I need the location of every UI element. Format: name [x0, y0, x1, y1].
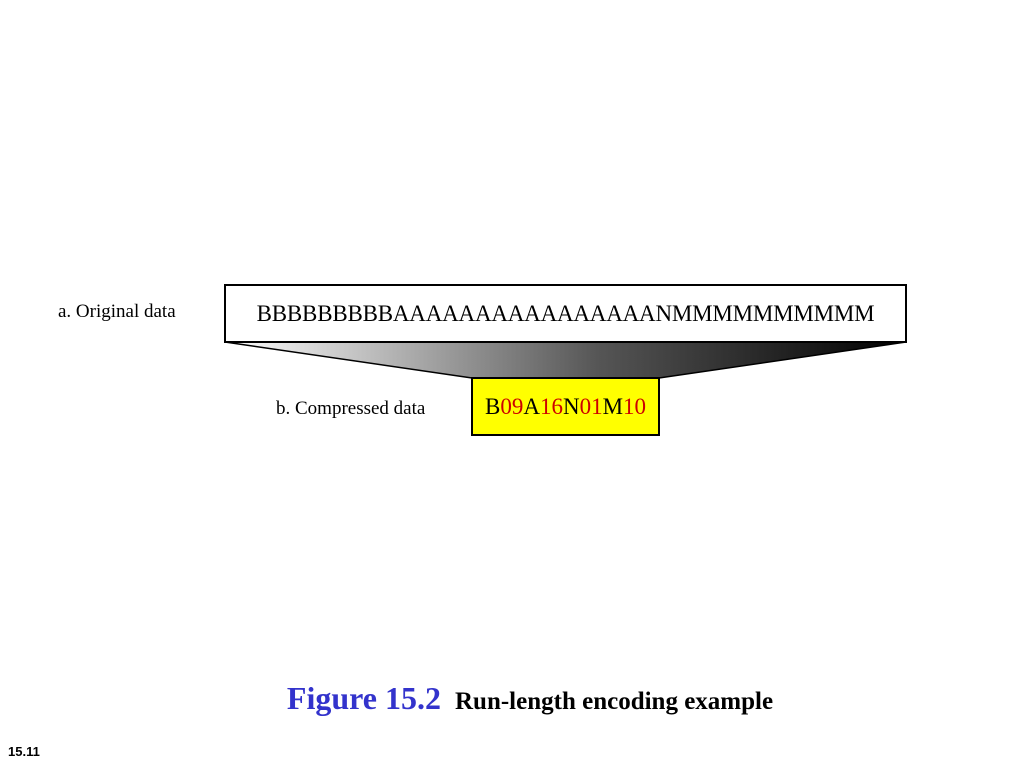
figure-title: Run-length encoding example: [454, 688, 774, 715]
original-data-value: BBBBBBBBBAAAAAAAAAAAAAAAANMMMMMMMMMM: [256, 300, 875, 326]
figure-number: Figure 15.2: [286, 680, 441, 716]
run-count: 09: [500, 393, 524, 419]
compressed-data-label: b. Compressed data: [276, 398, 426, 419]
run-count: 01: [579, 393, 603, 419]
figure-caption: Figure 15.2 Run-length encoding example: [0, 680, 1024, 717]
run-symbol: N: [562, 393, 580, 419]
run-symbol: B: [484, 393, 501, 419]
page-number: 15.11: [8, 744, 40, 759]
run-symbol: M: [602, 393, 624, 419]
original-data-label: a. Original data: [58, 301, 176, 322]
original-data-box: BBBBBBBBBAAAAAAAAAAAAAAAANMMMMMMMMMM: [224, 284, 907, 343]
funnel-shape: [224, 341, 907, 379]
run-symbol: A: [523, 393, 540, 419]
run-count: 16: [539, 393, 563, 419]
run-count: 10: [623, 393, 647, 419]
